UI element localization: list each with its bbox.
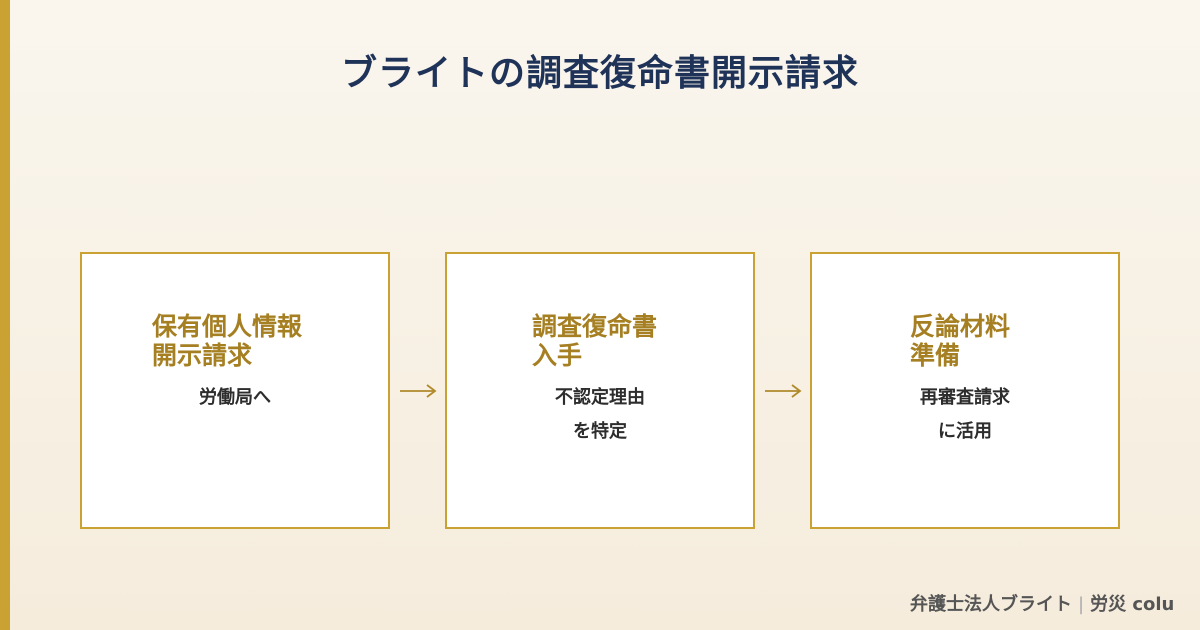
step-title: 反論材料 準備	[910, 312, 1011, 370]
step-card-1: 保有個人情報 開示請求 労働局へ	[80, 252, 390, 529]
step-title: 調査復命書 入手	[532, 312, 658, 370]
arrow-right-icon	[758, 381, 808, 401]
process-flow: 保有個人情報 開示請求 労働局へ 調査復命書 入手 不認定理由 を特定 反論材料…	[80, 250, 1120, 531]
step-description: 労働局へ	[199, 387, 271, 408]
footer-separator: |	[1078, 594, 1085, 615]
page-title: ブライトの調査復命書開示請求	[340, 53, 859, 94]
step-card-3: 反論材料 準備 再審査請求 に活用	[810, 252, 1120, 529]
left-accent-bar	[0, 0, 10, 630]
step-description: 再審査請求 に活用	[920, 387, 1010, 442]
arrow-right-icon	[393, 381, 443, 401]
firm-name: 弁護士法人ブライト	[910, 594, 1072, 615]
step-title: 保有個人情報 開示請求	[152, 312, 303, 370]
step-description: 不認定理由 を特定	[555, 387, 645, 442]
footer-brand: 弁護士法人ブライト |労災 colu	[910, 590, 1174, 616]
footer-category: 労災 colu	[1090, 594, 1175, 615]
step-card-2: 調査復命書 入手 不認定理由 を特定	[445, 252, 755, 529]
